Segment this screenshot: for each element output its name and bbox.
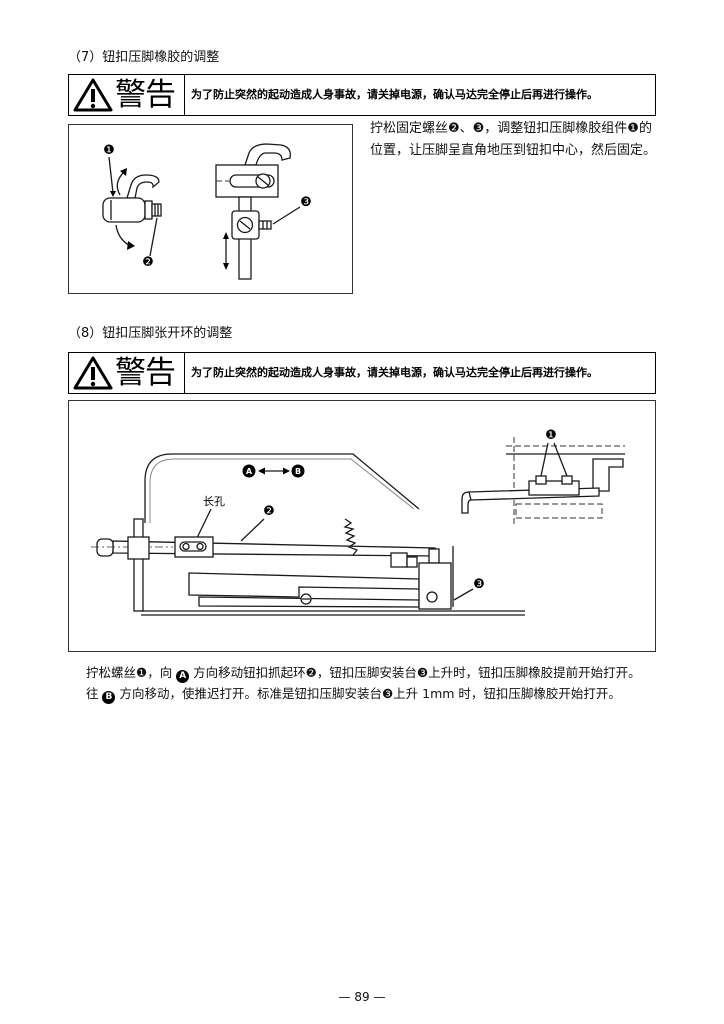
- direction-a-badge: [242, 464, 256, 478]
- direction-b-badge: B: [102, 691, 116, 704]
- callout-2-leader: [149, 217, 158, 257]
- arm-bracket-pin: [406, 556, 418, 568]
- callout-3: ❸: [300, 195, 312, 210]
- slot-label: 长孔: [203, 495, 225, 508]
- direction-b-badge: [291, 464, 305, 478]
- presser-top-hook: [244, 143, 291, 166]
- warning-label-cell: 警告: [69, 353, 185, 393]
- rod-clamp: [127, 536, 150, 560]
- arrowhead-left: [258, 467, 265, 475]
- base-screw: [426, 591, 438, 603]
- callout-1-leader: [553, 442, 568, 477]
- slot-screw: [182, 542, 190, 551]
- open-ring-arm: [112, 540, 436, 557]
- presser-rubber-body: [102, 197, 146, 223]
- presser-open-ring-diagram: A B 长孔 ❷: [91, 428, 625, 616]
- vertical-arrowhead-down: [223, 263, 229, 270]
- spring: [343, 518, 359, 556]
- body-collar: [144, 200, 153, 220]
- detail-step-block: [592, 458, 624, 492]
- screw-slot: [239, 220, 251, 230]
- section-7-warning-box: 警告 为了防止突然的起动造成人身事故，请关掉电源，确认马达完全停止后再进行操作。: [68, 74, 656, 116]
- rotate-down-arrowhead: [127, 241, 135, 250]
- rotate-up-arrowhead: [120, 168, 127, 176]
- direction-b-label: B: [295, 467, 301, 476]
- lower-lever: [188, 572, 420, 598]
- screw-slot: [257, 176, 269, 186]
- presser-mounting-base: [418, 562, 452, 610]
- callout-1: ❶: [545, 428, 557, 443]
- instruction-line: 拧松固定螺丝❷、❸，调整钮扣压脚橡胶组件❶的: [370, 121, 652, 136]
- frame-outline-inner: [149, 458, 415, 523]
- callout-1-arrowhead: [110, 191, 116, 197]
- detail-hidden-part: [515, 503, 603, 519]
- set-screw-2: [151, 203, 162, 217]
- arm-bracket: [390, 552, 408, 568]
- instruction-line: 位置，让压脚呈直角地压到钮扣中心，然后固定。: [370, 143, 657, 158]
- callout-1-leader: [108, 156, 114, 194]
- instruction-text: 方向移动钮扣抓起环❷，钮扣压脚安装台❸上升时，钮扣压脚橡胶提前开始打开。: [189, 665, 641, 680]
- section-8-warning-box: 警告 为了防止突然的起动造成人身事故，请关掉电源，确认马达完全停止后再进行操作。: [68, 352, 656, 394]
- section-7-heading: （7）钮扣压脚橡胶的调整: [68, 50, 220, 65]
- callout-1-leader: [540, 442, 549, 477]
- instruction-line: 拧松螺丝❶，向 A 方向移动钮扣抓起环❷，钮扣压脚安装台❸上升时，钮扣压脚橡胶提…: [86, 662, 660, 683]
- instruction-text: 拧松螺丝❶，向: [86, 665, 177, 680]
- instruction-text: 方向移动，使推迟打开。标准是钮扣压脚安装台❸上升 1mm 时，钮扣压脚橡胶开始打…: [115, 686, 621, 701]
- detail-screw-1: [561, 475, 573, 485]
- presser-rubber-hook: [126, 174, 160, 199]
- instruction-line: 往 B 方向移动，使推迟打开。标准是钮扣压脚安装台❸上升 1mm 时，钮扣压脚橡…: [86, 683, 660, 704]
- detail-arm-hook: [461, 491, 472, 514]
- warning-title: 警告: [115, 77, 176, 113]
- slot-leader: [195, 508, 212, 541]
- callout-2-leader: [240, 518, 265, 542]
- slot-screw: [196, 542, 204, 551]
- warning-message: 为了防止突然的起动造成人身事故，请关掉电源，确认马达完全停止后再进行操作。: [191, 88, 598, 101]
- page-number: — 89 —: [338, 990, 386, 1004]
- instruction-text: 往: [86, 686, 103, 701]
- arm-end-part: [428, 548, 440, 564]
- frame-outline: [144, 453, 420, 523]
- callout-1: ❶: [103, 143, 115, 158]
- callout-3-leader: [453, 588, 474, 601]
- section-8-heading: （8）钮扣压脚张开环的调整: [68, 326, 233, 341]
- direction-a-label: A: [246, 467, 253, 476]
- warning-label-cell: 警告: [69, 75, 185, 115]
- callout-2: ❷: [263, 504, 275, 519]
- callout-3-leader: [272, 206, 301, 225]
- arm-end-knob: [96, 538, 114, 557]
- vertical-arrowhead-up: [223, 232, 229, 239]
- warning-title: 警告: [115, 355, 176, 391]
- vertical-rod: [133, 518, 144, 612]
- callout-3: ❸: [473, 577, 485, 592]
- section-7-instructions: 拧松固定螺丝❷、❸，调整钮扣压脚橡胶组件❶的 位置，让压脚呈直角地压到钮扣中心，…: [370, 118, 660, 162]
- section-8-figure: A B 长孔 ❷: [68, 400, 656, 652]
- detail-screw-1: [535, 475, 547, 485]
- button-presser-rubber-diagram: ❶ ❷: [102, 143, 312, 280]
- rotate-up-arrow: [116, 171, 125, 196]
- callout-2: ❷: [142, 255, 154, 270]
- section-8-instructions: 拧松螺丝❶，向 A 方向移动钮扣抓起环❷，钮扣压脚安装台❸上升时，钮扣压脚橡胶提…: [86, 662, 660, 704]
- direction-a-badge: A: [176, 670, 190, 683]
- warning-triangle-icon: [73, 78, 113, 112]
- warning-message: 为了防止突然的起动造成人身事故，请关掉电源，确认马达完全停止后再进行操作。: [191, 366, 598, 379]
- warning-triangle-icon: [73, 356, 113, 390]
- arrowhead-right: [283, 467, 290, 475]
- section-7-figure: ❶ ❷: [68, 124, 353, 294]
- set-screw-3: [258, 220, 272, 230]
